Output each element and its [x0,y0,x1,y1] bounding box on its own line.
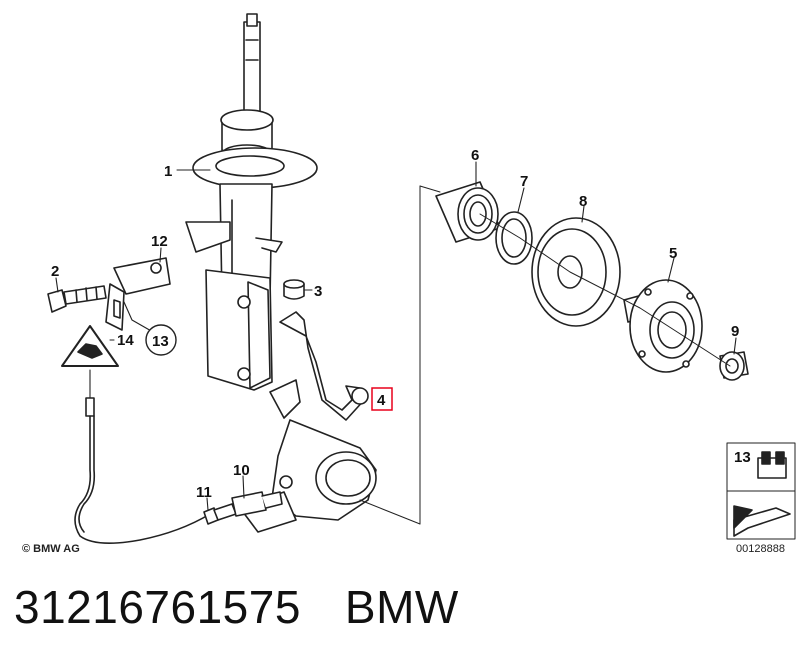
inset-label-13: 13 [734,449,751,466]
label-11: 11 [196,484,212,501]
bolt [47,285,107,313]
caption: 31216761575 BMW [14,580,459,634]
sensor-bracket [105,257,171,331]
reference-number: 00128888 [736,543,785,555]
strut-assembly [185,13,318,391]
collar-nut [719,351,749,381]
label-6: 6 [471,147,479,164]
warning-triangle-icon [61,325,119,367]
label-4: 4 [377,392,386,409]
label-9: 9 [731,323,739,340]
label-7: 7 [520,173,528,190]
label-14: 14 [117,332,134,349]
label-5: 5 [669,245,677,262]
label-1: 1 [164,163,172,180]
protection-plate [531,217,621,327]
part-number: 31216761575 [14,581,301,633]
rubber-bush [283,279,305,300]
steering-knuckle [239,311,377,533]
brand: BMW [344,581,459,633]
wheel-hub [623,279,703,373]
copyright: © BMW AG [22,543,80,555]
speed-sensor-cable [74,397,211,544]
label-2: 2 [51,263,59,280]
highlight-box [371,387,393,411]
wheel-bearing [435,181,501,243]
assembly-dash-lines [359,185,731,525]
label-12: 12 [151,233,168,250]
label-13: 13 [152,333,169,350]
label-10: 10 [233,462,250,479]
inset-box [726,442,796,540]
leader-lines [55,161,737,511]
sensor-and-screw [203,491,283,525]
label-13-circle [145,324,177,356]
label-8: 8 [579,193,587,210]
snap-ring [495,211,533,265]
label-3: 3 [314,283,322,300]
